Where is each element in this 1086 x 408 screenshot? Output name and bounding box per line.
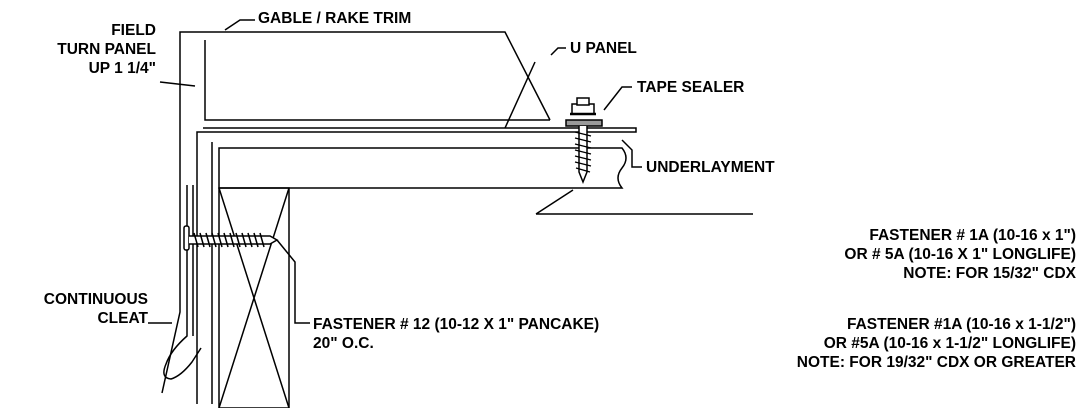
- fastener-12-line-1: FASTENER # 12 (10-12 X 1" PANCAKE): [313, 316, 600, 333]
- leader-fastener-1a: [535, 189, 753, 215]
- field-turn-line-1: FIELD: [111, 22, 156, 39]
- field-turn-label: FIELD TURN PANEL UP 1 1/4": [20, 21, 156, 78]
- cleat-line-1: CONTINUOUS: [43, 291, 148, 308]
- field-turn-leg: [204, 40, 550, 121]
- screw-1a: [570, 97, 596, 185]
- tape-sealer: [565, 119, 603, 127]
- tape-sealer-label: TAPE SEALER: [637, 79, 745, 96]
- leader-u-panel: [550, 47, 566, 56]
- fastener-12-line-2: 20" O.C.: [313, 335, 374, 352]
- fastener-1a-long-line-3: NOTE: FOR 19/32" CDX OR GREATER: [796, 354, 1076, 371]
- underlayment-label: UNDERLAYMENT: [646, 159, 775, 176]
- u-panel-label: U PANEL: [570, 40, 637, 57]
- u-panel: [196, 127, 637, 404]
- fastener-1a-long-label: FASTENER #1A (10-16 x 1-1/2") OR #5A (10…: [680, 315, 1076, 372]
- fastener-1a-label: FASTENER # 1A (10-16 x 1") OR # 5A (10-1…: [700, 226, 1076, 283]
- gable-trim-label: GABLE / RAKE TRIM: [258, 10, 412, 27]
- fastener-1a-long-line-2: OR #5A (10-16 x 1-1/2" LONGLIFE): [823, 335, 1076, 352]
- cleat-line-2: CLEAT: [97, 310, 148, 327]
- fastener-1a-long-line-1: FASTENER #1A (10-16 x 1-1/2"): [846, 316, 1076, 333]
- rafter-board: [218, 187, 290, 408]
- field-turn-line-2: TURN PANEL: [57, 41, 156, 58]
- screw-12: [183, 225, 279, 251]
- fastener-1a-line-1: FASTENER # 1A (10-16 x 1"): [869, 227, 1076, 244]
- continuous-cleat: [163, 185, 202, 380]
- rafter-x: [218, 187, 290, 408]
- leader-field-turn: [159, 81, 196, 87]
- gable-rake-trim: [161, 31, 551, 394]
- continuous-cleat-label: CONTINUOUS CLEAT: [4, 290, 148, 328]
- sheathing: [218, 147, 627, 189]
- underlayment-leader: [621, 139, 642, 168]
- leader-tape-sealer: [603, 86, 632, 111]
- field-turn-line-3: UP 1 1/4": [88, 60, 156, 77]
- u-panel-rib-line: [504, 61, 536, 129]
- fastener-12-label: FASTENER # 12 (10-12 X 1" PANCAKE) 20" O…: [313, 315, 599, 353]
- leader-fastener-12: [276, 239, 310, 324]
- fastener-1a-line-2: OR # 5A (10-16 X 1" LONGLIFE): [844, 246, 1076, 263]
- fastener-1a-line-3: NOTE: FOR 15/32" CDX: [903, 265, 1076, 282]
- leader-gable-trim: [224, 19, 255, 31]
